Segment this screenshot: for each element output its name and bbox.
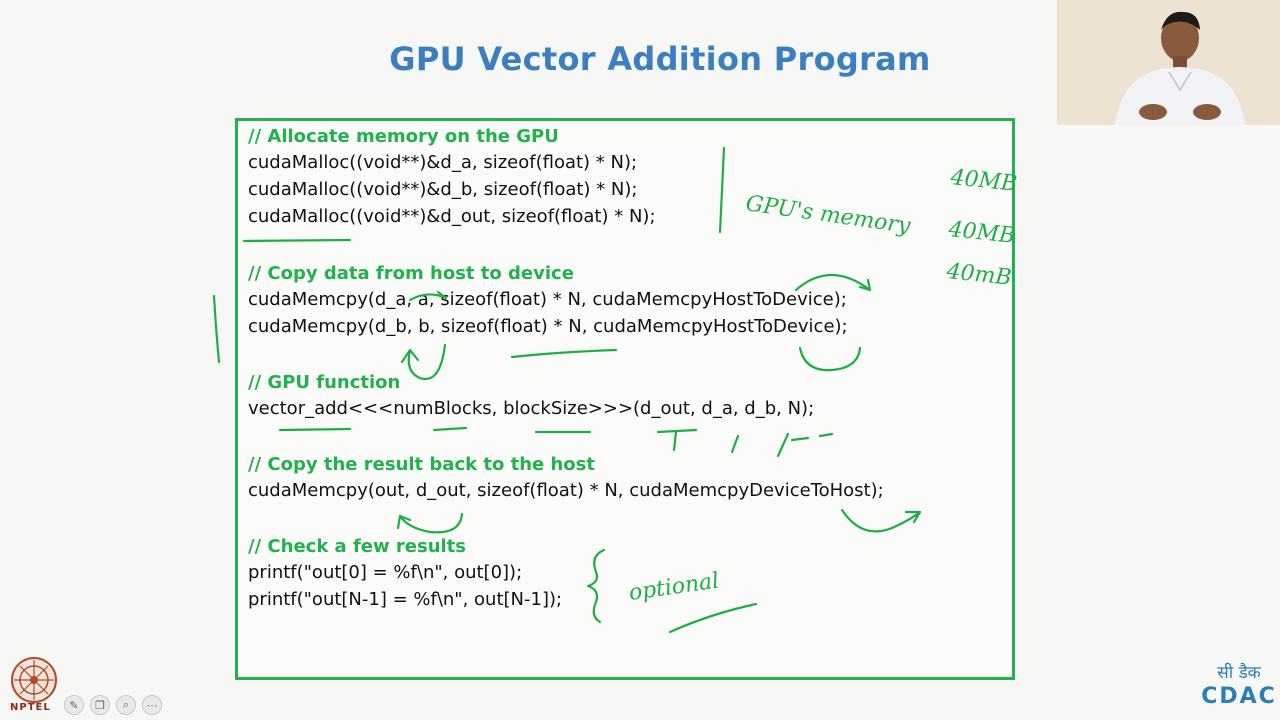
copy-icon[interactable]: ❐ bbox=[90, 695, 110, 715]
player-toolbar: ✎ ❐ ⌕ ⋯ bbox=[64, 694, 162, 716]
code-box: // Allocate memory on the GPU cudaMalloc… bbox=[235, 118, 1015, 680]
section-gpu-function: // GPU function vector_add<<<numBlocks, … bbox=[248, 371, 814, 422]
cdac-label: CDAC bbox=[1201, 684, 1277, 709]
code-line: cudaMemcpy(out, d_out, sizeof(float) * N… bbox=[248, 480, 884, 501]
ink-left-mark bbox=[212, 294, 221, 364]
section-check-results: // Check a few results printf("out[0] = … bbox=[248, 535, 562, 613]
code-line: cudaMalloc((void**)&d_b, sizeof(float) *… bbox=[248, 179, 638, 200]
code-line: printf("out[N-1] = %f\n", out[N-1]); bbox=[248, 589, 563, 610]
presenter-video bbox=[1057, 0, 1280, 125]
nptel-logo bbox=[11, 657, 57, 703]
zoom-icon[interactable]: ⌕ bbox=[116, 695, 136, 715]
presenter-image bbox=[1057, 0, 1280, 125]
code-line: printf("out[0] = %f\n", out[0]); bbox=[248, 562, 523, 583]
section-allocate: // Allocate memory on the GPU cudaMalloc… bbox=[248, 125, 656, 230]
nptel-label: NPTEL bbox=[10, 702, 51, 713]
comment-check-results: // Check a few results bbox=[248, 536, 467, 557]
section-copy-d2h: // Copy the result back to the host cuda… bbox=[248, 453, 884, 504]
comment-allocate: // Allocate memory on the GPU bbox=[248, 126, 559, 147]
cdac-hindi-label: सी डैक bbox=[1217, 663, 1261, 683]
code-line: cudaMalloc((void**)&d_out, sizeof(float)… bbox=[248, 206, 656, 227]
cdac-logo: सी डैक CDAC bbox=[1200, 662, 1278, 710]
code-line: cudaMemcpy(d_b, b, sizeof(float) * N, cu… bbox=[248, 316, 848, 337]
more-icon[interactable]: ⋯ bbox=[142, 695, 162, 715]
code-line: vector_add<<<numBlocks, blockSize>>>(d_o… bbox=[248, 398, 815, 419]
section-copy-h2d: // Copy data from host to device cudaMem… bbox=[248, 262, 848, 340]
comment-copy-d2h: // Copy the result back to the host bbox=[248, 454, 595, 475]
slide-title: GPU Vector Addition Program bbox=[389, 40, 931, 78]
comment-gpu-function: // GPU function bbox=[248, 372, 401, 393]
pen-icon[interactable]: ✎ bbox=[64, 695, 84, 715]
comment-copy-h2d: // Copy data from host to device bbox=[248, 263, 574, 284]
code-line: cudaMemcpy(d_a, a, sizeof(float) * N, cu… bbox=[248, 289, 847, 310]
code-line: cudaMalloc((void**)&d_a, sizeof(float) *… bbox=[248, 152, 638, 173]
